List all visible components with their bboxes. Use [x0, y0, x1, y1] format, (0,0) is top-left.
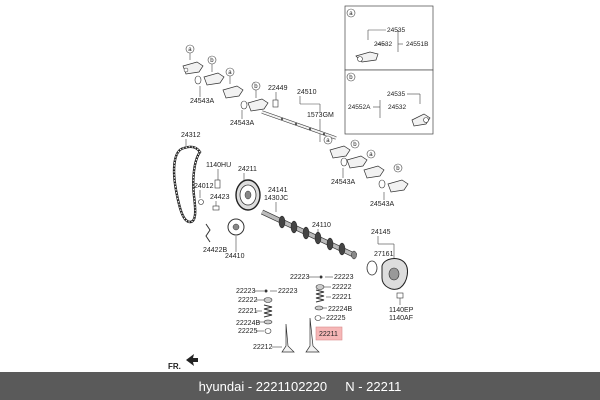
- svg-text:22212: 22212: [253, 344, 273, 351]
- svg-text:24543A: 24543A: [370, 201, 394, 208]
- camshaft-housing: 24145 27161 1140EP 1140AF: [366, 229, 414, 322]
- svg-text:a: a: [369, 152, 373, 158]
- svg-text:24012: 24012: [194, 183, 214, 190]
- valve-assembly-left: 22223 22223 22222 22221 22224B 22225 222…: [236, 288, 298, 353]
- svg-text:24141: 24141: [268, 187, 288, 194]
- svg-text:24532: 24532: [374, 41, 392, 48]
- svg-text:22225: 22225: [326, 315, 346, 322]
- svg-text:1573GM: 1573GM: [307, 112, 334, 119]
- svg-text:24510: 24510: [297, 89, 317, 96]
- svg-text:22449: 22449: [268, 85, 288, 92]
- svg-text:24423: 24423: [210, 194, 230, 201]
- svg-text:22224B: 22224B: [328, 306, 352, 313]
- svg-text:1140EP: 1140EP: [389, 307, 414, 314]
- highlighted-part-22211[interactable]: 22211: [315, 326, 343, 341]
- svg-text:a: a: [326, 138, 330, 144]
- svg-text:a: a: [349, 11, 353, 17]
- svg-text:b: b: [396, 166, 400, 172]
- camshaft: 24141 1430JC 24110: [260, 187, 358, 260]
- svg-text:24535: 24535: [387, 91, 405, 98]
- svg-text:27161: 27161: [374, 251, 394, 258]
- svg-text:24543A: 24543A: [230, 120, 254, 127]
- timing-belt: 24312: [172, 132, 202, 224]
- svg-text:1140HU: 1140HU: [206, 162, 231, 169]
- footer-ref: N - 22211: [345, 378, 402, 394]
- arrow-icon: [186, 354, 198, 366]
- cam-sprocket: 1140HU 24211 24012 24423: [194, 162, 261, 211]
- svg-text:24145: 24145: [371, 229, 391, 236]
- svg-text:22224B: 22224B: [236, 320, 260, 327]
- svg-text:22222: 22222: [238, 297, 258, 304]
- svg-text:24532: 24532: [388, 104, 406, 111]
- svg-text:b: b: [254, 84, 258, 90]
- svg-text:1430JC: 1430JC: [264, 195, 288, 202]
- svg-text:22225: 22225: [238, 328, 258, 335]
- footer-part-number: 2221102220: [255, 378, 328, 394]
- svg-text:a: a: [188, 47, 192, 53]
- rocker-arm-group-left: a b 24543A a b 24543A: [182, 44, 269, 127]
- svg-text:24543A: 24543A: [190, 98, 214, 105]
- svg-text:22223: 22223: [278, 288, 298, 295]
- svg-text:24110: 24110: [312, 222, 331, 229]
- inset-a: a 24535 24532 24551B: [344, 5, 434, 71]
- svg-text:b: b: [349, 75, 353, 81]
- svg-text:24551B: 24551B: [406, 41, 428, 48]
- svg-text:24552A: 24552A: [348, 104, 371, 111]
- svg-text:22223: 22223: [290, 274, 310, 281]
- svg-text:22221: 22221: [332, 294, 352, 301]
- rocker-shaft: 22449 24510 1573GM: [261, 85, 337, 142]
- footer-bar: hyundai - 2221102220 N - 22211: [0, 372, 600, 400]
- svg-text:22222: 22222: [332, 284, 352, 291]
- svg-text:24543A: 24543A: [331, 179, 355, 186]
- svg-text:24535: 24535: [387, 27, 405, 34]
- svg-text:22211: 22211: [319, 331, 338, 338]
- svg-text:24422B: 24422B: [203, 247, 227, 254]
- inset-b: b 24535 24552A 24532: [344, 69, 434, 135]
- svg-text:24410: 24410: [225, 253, 245, 260]
- svg-text:24211: 24211: [238, 166, 257, 173]
- valve-assembly-right: 22223 22223 22222 22221 22224B 22225: [290, 274, 354, 353]
- svg-text:24312: 24312: [181, 132, 201, 139]
- footer-brand: hyundai: [198, 378, 245, 394]
- svg-text:b: b: [353, 142, 357, 148]
- svg-text:22223: 22223: [236, 288, 256, 295]
- svg-text:FR.: FR.: [168, 362, 181, 371]
- svg-text:b: b: [210, 58, 214, 64]
- svg-text:22223: 22223: [334, 274, 354, 281]
- svg-text:1140AF: 1140AF: [389, 315, 413, 322]
- parts-diagram: a 24535 24532 24551B b 24535 24552A 2453…: [168, 5, 434, 371]
- rocker-arm-group-right: a b 24543A a b 24543A: [323, 135, 409, 208]
- front-direction-indicator: FR.: [168, 354, 198, 371]
- svg-text:22221: 22221: [238, 308, 258, 315]
- svg-text:a: a: [228, 70, 232, 76]
- tensioner: 24422B 24410: [203, 218, 245, 260]
